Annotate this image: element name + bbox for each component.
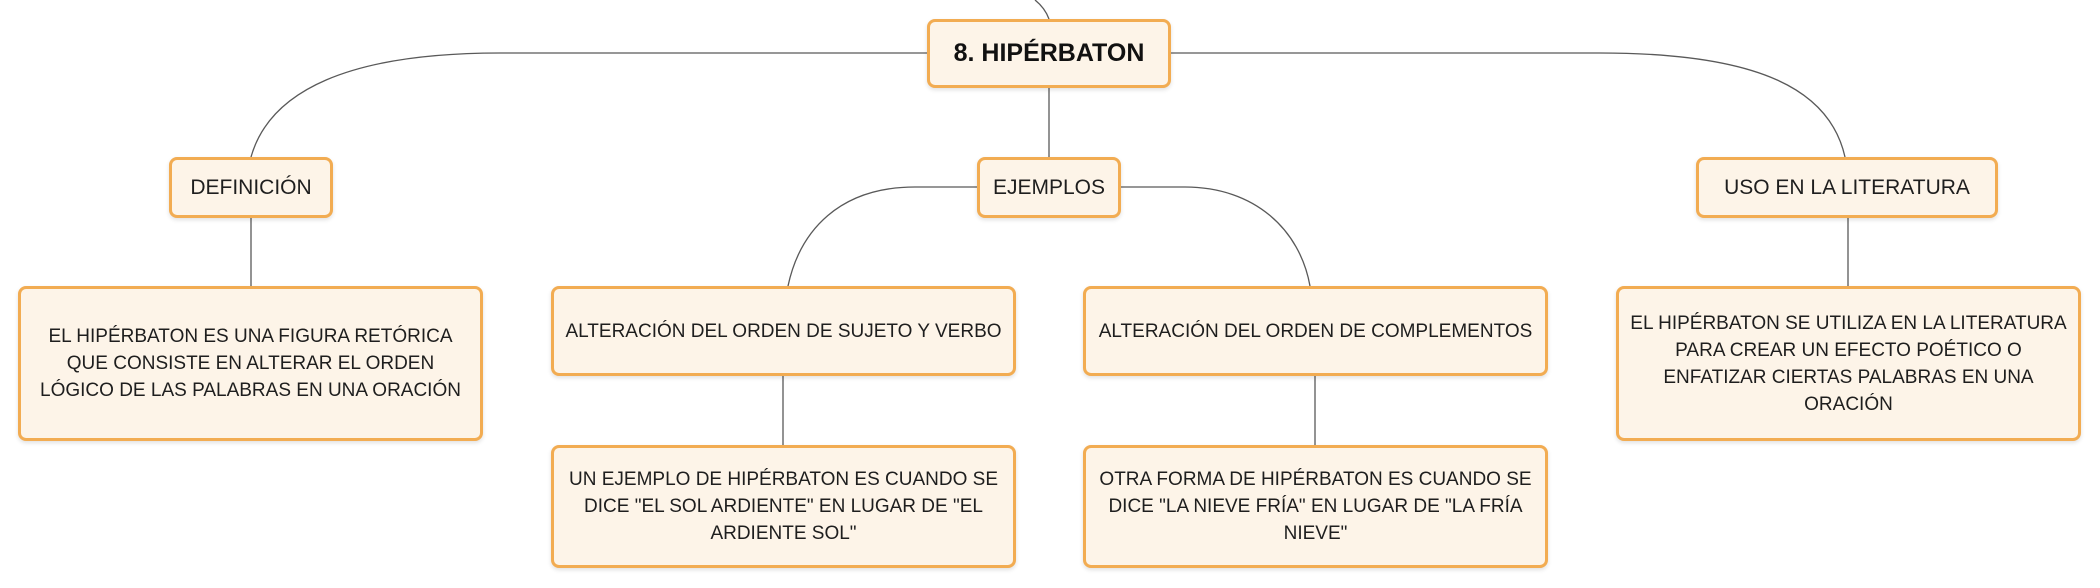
ejemplo-nieve-fria-text: OTRA FORMA DE HIPÉRBATON ES CUANDO SE DI… [1099, 469, 1532, 544]
uso-literatura-description-node[interactable]: EL HIPÉRBATON SE UTILIZA EN LA LITERATUR… [1616, 286, 2081, 441]
definicion-description-text: EL HIPÉRBATON ES UNA FIGURA RETÓRICA QUE… [40, 326, 461, 401]
ejemplo-complementos-node[interactable]: ALTERACIÓN DEL ORDEN DE COMPLEMENTOS [1083, 286, 1548, 376]
connector-ejemplos-item2 [1121, 186, 1311, 287]
ejemplo-sujeto-verbo-label: ALTERACIÓN DEL ORDEN DE SUJETO Y VERBO [565, 320, 1002, 342]
root-node[interactable]: 8. HIPÉRBATON [927, 19, 1171, 88]
root-node-label: 8. HIPÉRBATON [953, 39, 1145, 67]
topic-label-definicion: DEFINICIÓN [190, 175, 312, 199]
topic-label-ejemplos: EJEMPLOS [992, 175, 1106, 199]
ejemplo-sol-ardiente-text: UN EJEMPLO DE HIPÉRBATON ES CUANDO SE DI… [569, 469, 998, 544]
ejemplo-complementos-label: ALTERACIÓN DEL ORDEN DE COMPLEMENTOS [1098, 320, 1533, 342]
topic-node-ejemplos[interactable]: EJEMPLOS [977, 157, 1121, 218]
connector-ejemplos-item1 [787, 186, 977, 287]
topic-node-definicion[interactable]: DEFINICIÓN [169, 157, 333, 218]
ejemplo-sujeto-verbo-node[interactable]: ALTERACIÓN DEL ORDEN DE SUJETO Y VERBO [551, 286, 1016, 376]
definicion-description-node[interactable]: EL HIPÉRBATON ES UNA FIGURA RETÓRICA QUE… [18, 286, 483, 441]
uso-literatura-description-text: EL HIPÉRBATON SE UTILIZA EN LA LITERATUR… [1630, 312, 2067, 415]
ejemplo-nieve-fria-node[interactable]: OTRA FORMA DE HIPÉRBATON ES CUANDO SE DI… [1083, 445, 1548, 568]
topic-node-uso-literatura[interactable]: USO EN LA LITERATURA [1696, 157, 1998, 218]
topic-label-uso-literatura: USO EN LA LITERATURA [1724, 175, 1970, 199]
connector-root-definicion [250, 52, 927, 158]
connector-root-uso [1171, 52, 1846, 158]
connector-parent-root [1034, 0, 1050, 20]
ejemplo-sol-ardiente-node[interactable]: UN EJEMPLO DE HIPÉRBATON ES CUANDO SE DI… [551, 445, 1016, 568]
